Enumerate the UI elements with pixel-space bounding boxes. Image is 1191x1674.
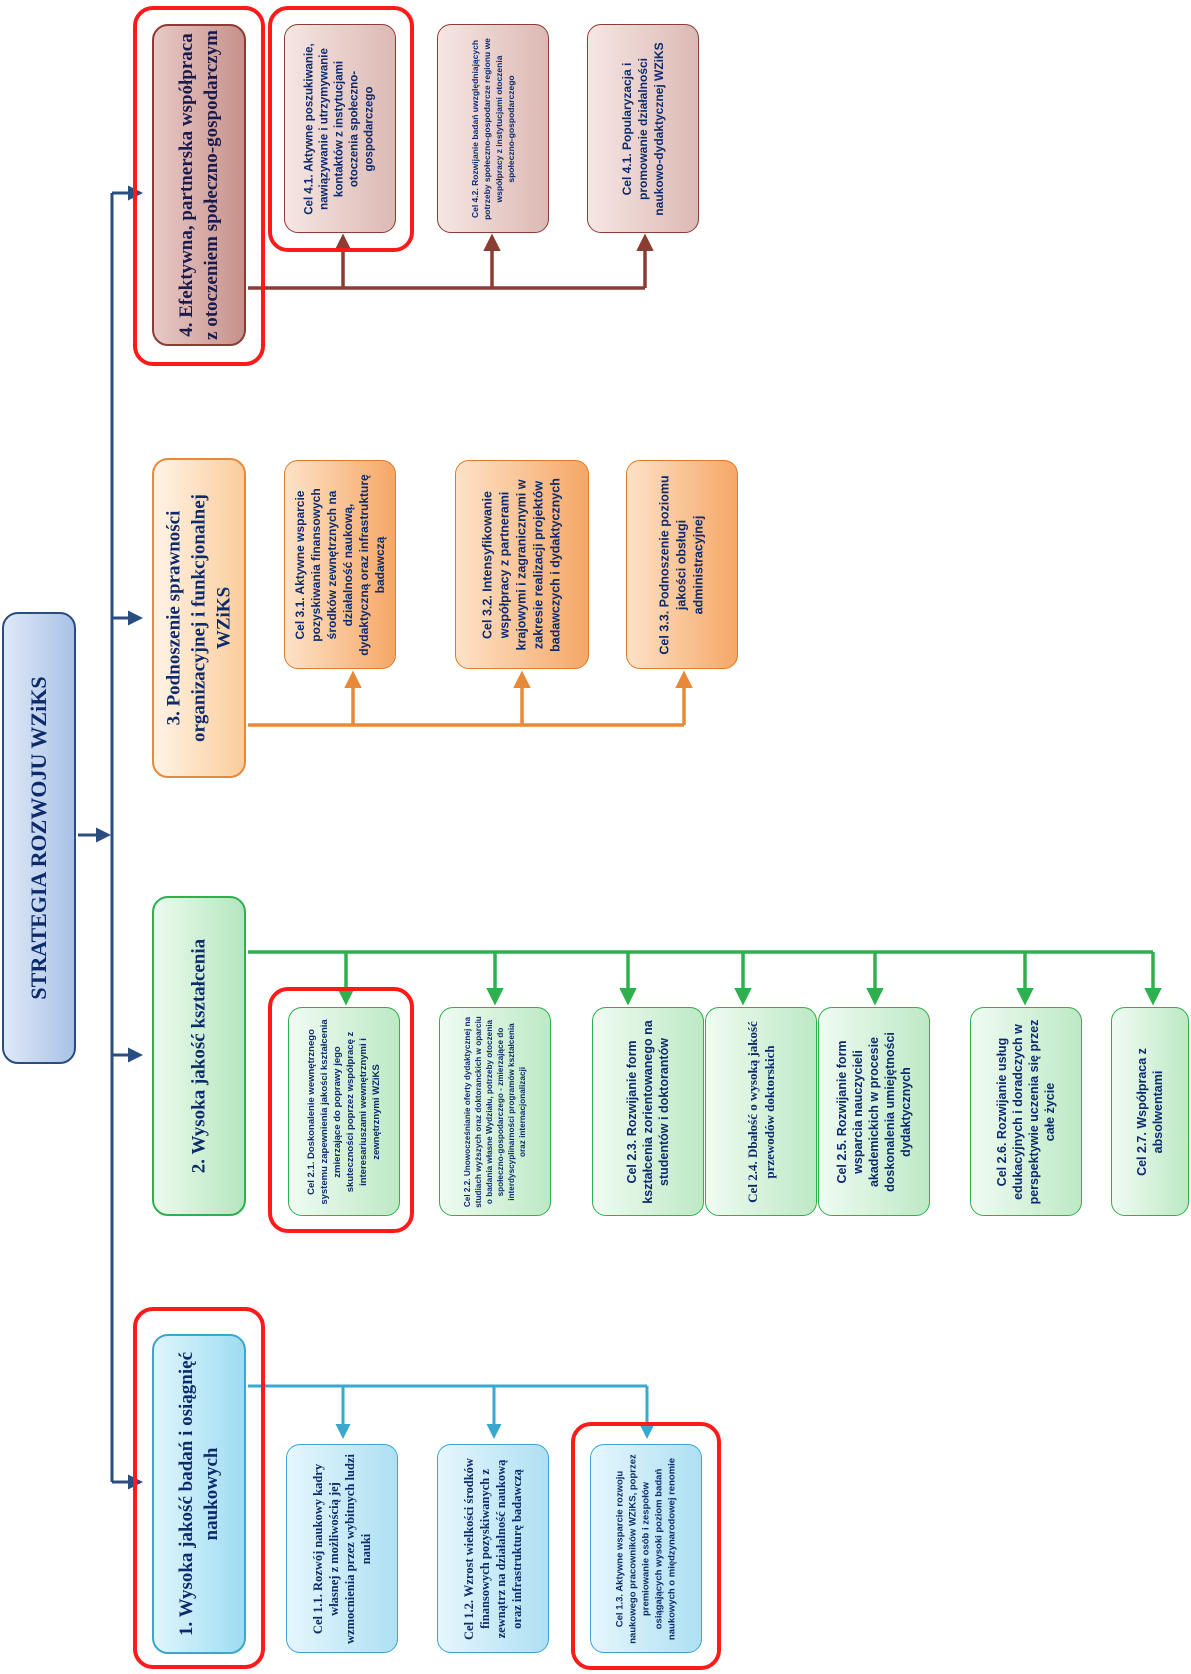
pillar-3-box: 3. Podnoszenie sprawności organizacyjnej… [152,458,246,778]
goal-1-1-text: Cel 1.1. Rozwój naukowy kadry własnej z … [311,1453,373,1644]
goal-3-3-text: Cel 3.3. Podnoszenie poziomu jakości obs… [657,474,706,655]
goal-4-3-text: Cel 4.1. Popularyzacja i promowanie dzia… [620,41,666,216]
goal-2-3-box: Cel 2.3. Rozwijanie form kształcenia zor… [592,1007,704,1216]
highlight-pillar-1 [133,1307,265,1669]
goal-2-1-box: Cel 2.1. Doskonalenie wewnętrznego syste… [288,1007,400,1216]
pillar-1-box: 1. Wysoka jakość badań i osiągnięć nauko… [152,1334,246,1654]
highlight-goal-2-1 [268,987,414,1233]
highlight-goal-1-3 [571,1422,721,1670]
goal-3-1-text: Cel 3.1. Aktywne wsparcie pozyskiwania f… [293,473,387,656]
goal-2-4-text: Cel 2.4. Dbałość o wysoką jakość przewod… [745,1020,777,1203]
goal-4-2-box: Cel 4.2. Rozwijanie badań uwzględniający… [437,24,549,233]
goal-4-2-text: Cel 4.2. Rozwijanie badań uwzględniający… [470,37,516,220]
pillar-1-connector [248,1384,655,1439]
root-strategy-box: STRATEGIA ROZWOJU WZiKS [2,612,76,1064]
highlight-goal-4-1 [268,6,414,252]
pillar-4-box: 4. Efektywna, partnerska współpraca z ot… [152,24,246,346]
goal-3-3-box: Cel 3.3. Podnoszenie poziomu jakości obs… [626,460,738,669]
goal-3-2-box: Cel 3.2. Intensyfikowanie współpracy z p… [455,460,589,669]
goal-2-5-box: Cel 2.5. Rozwijanie form wsparcia nauczy… [818,1007,930,1216]
goal-2-3-text: Cel 2.3. Rozwijanie form kształcenia zor… [625,1019,671,1204]
goal-2-2-box: Cel 2.2. Unowocześnianie oferty dydaktyc… [439,1007,551,1216]
trunk-connector [78,185,143,1490]
goal-1-2-box: Cel 1.2. Wzrost wielkości środków finans… [437,1444,549,1653]
pillar-3-title: 3. Podnoszenie sprawności organizacyjnej… [163,493,235,743]
pillar-3-connector [248,670,693,727]
root-title: STRATEGIA ROZWOJU WZiKS [26,676,51,1000]
pillar-2-connector [248,950,1162,1006]
goal-1-2-text: Cel 1.2. Wzrost wielkości środków finans… [462,1457,524,1640]
goal-2-6-box: Cel 2.6. Rozwijanie usług edukacyjnych i… [970,1007,1082,1216]
goal-2-4-box: Cel 2.4. Dbałość o wysoką jakość przewod… [705,1007,817,1216]
goal-3-1-box: Cel 3.1. Aktywne wsparcie pozyskiwania f… [284,460,396,669]
goal-4-3-box: Cel 4.1. Popularyzacja i promowanie dzia… [587,24,699,233]
pillar-2-title: 2. Wysoka jakość kształcenia [188,938,210,1174]
pillar-4-connector [248,233,654,290]
pillar-2-box: 2. Wysoka jakość kształcenia [152,896,246,1216]
goal-4-1-box: Cel 4.1. Aktywne poszukiwanie, nawiązywa… [284,24,396,233]
highlight-pillar-4 [133,6,265,366]
goal-3-2-text: Cel 3.2. Intensyfikowanie współpracy z p… [480,477,563,652]
goal-1-1-box: Cel 1.1. Rozwój naukowy kadry własnej z … [286,1444,398,1653]
goal-2-2-text: Cel 2.2. Unowocześnianie oferty dydaktyc… [463,1015,527,1208]
goal-2-7-text: Cel 2.7. Współpraca z absolwentami [1135,1047,1165,1176]
goal-2-5-text: Cel 2.5. Rozwijanie form wsparcia nauczy… [835,1031,913,1192]
goal-2-7-box: Cel 2.7. Współpraca z absolwentami [1111,1007,1189,1216]
goal-1-3-box: Cel 1.3. Aktywne wsparcie rozwoju naukow… [590,1444,702,1653]
goal-2-6-text: Cel 2.6. Rozwijanie usług edukacyjnych i… [995,1019,1057,1204]
